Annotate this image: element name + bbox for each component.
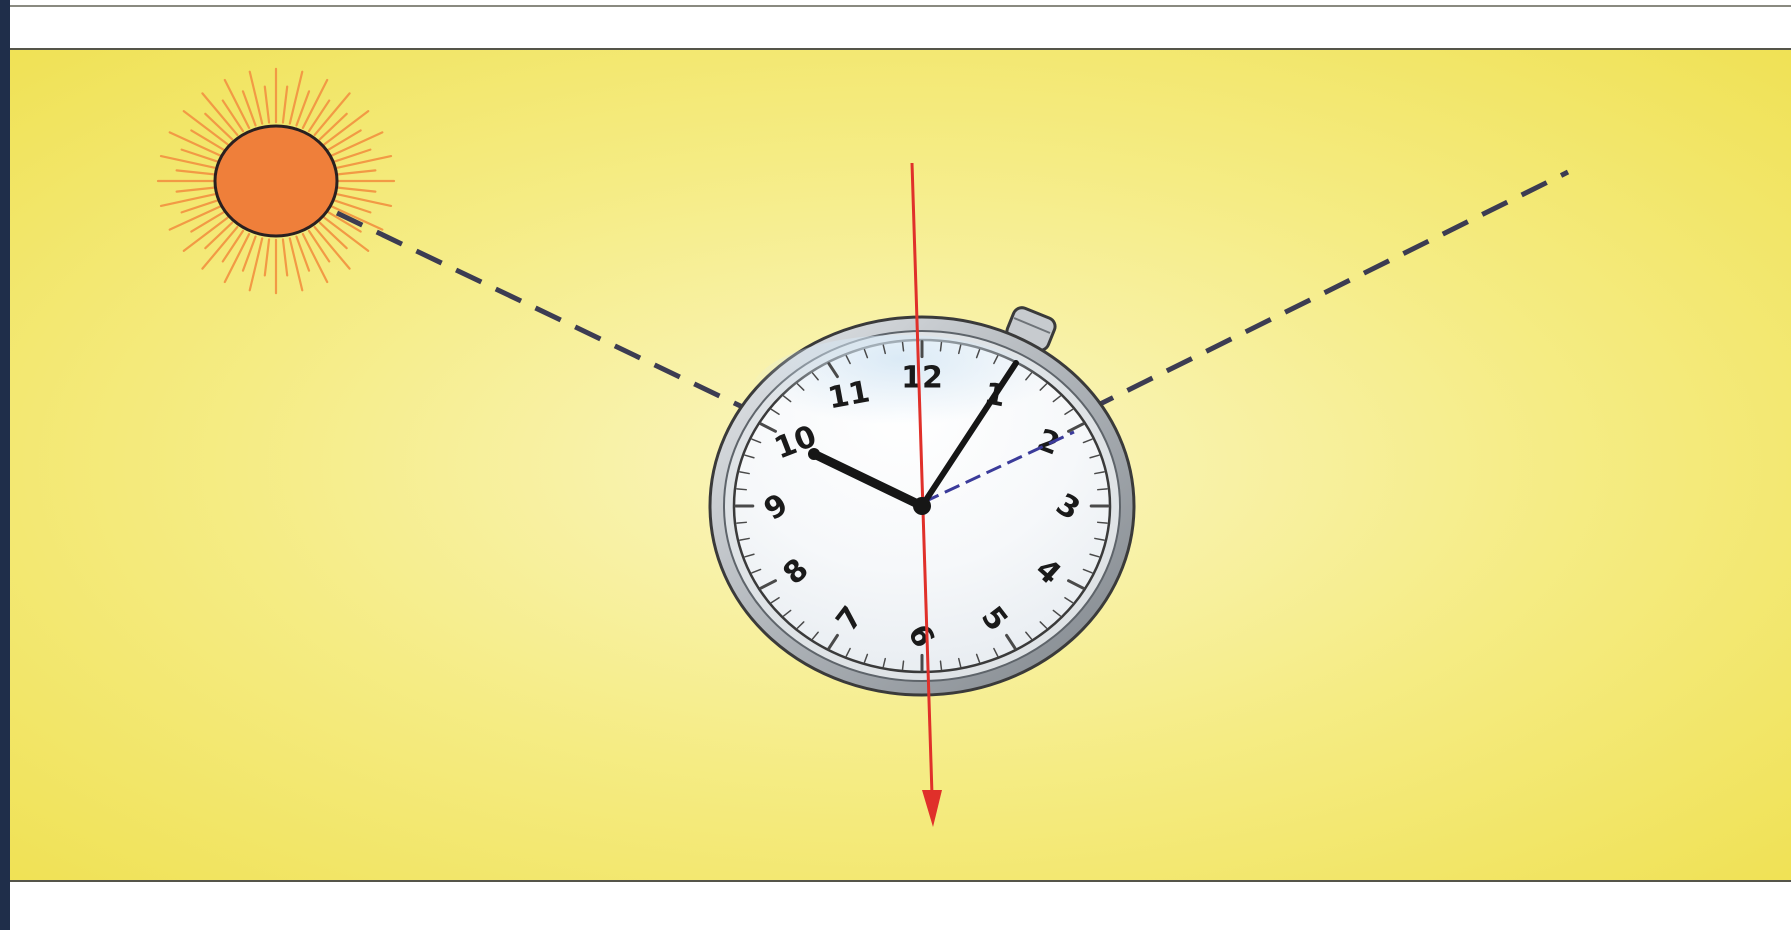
dial-tick xyxy=(903,661,904,669)
left-edge-strip xyxy=(0,0,10,930)
dial-number-11: 11 xyxy=(825,374,872,416)
dial-tick xyxy=(1098,489,1107,490)
hands-pivot xyxy=(913,497,931,515)
dial-tick xyxy=(737,522,746,523)
dial-tick xyxy=(1098,522,1107,523)
dial-number-12: 12 xyxy=(901,361,943,396)
dial-tick xyxy=(737,489,746,490)
dial-tick xyxy=(940,661,941,669)
dial-tick xyxy=(903,343,904,351)
dial-tick xyxy=(940,343,941,351)
